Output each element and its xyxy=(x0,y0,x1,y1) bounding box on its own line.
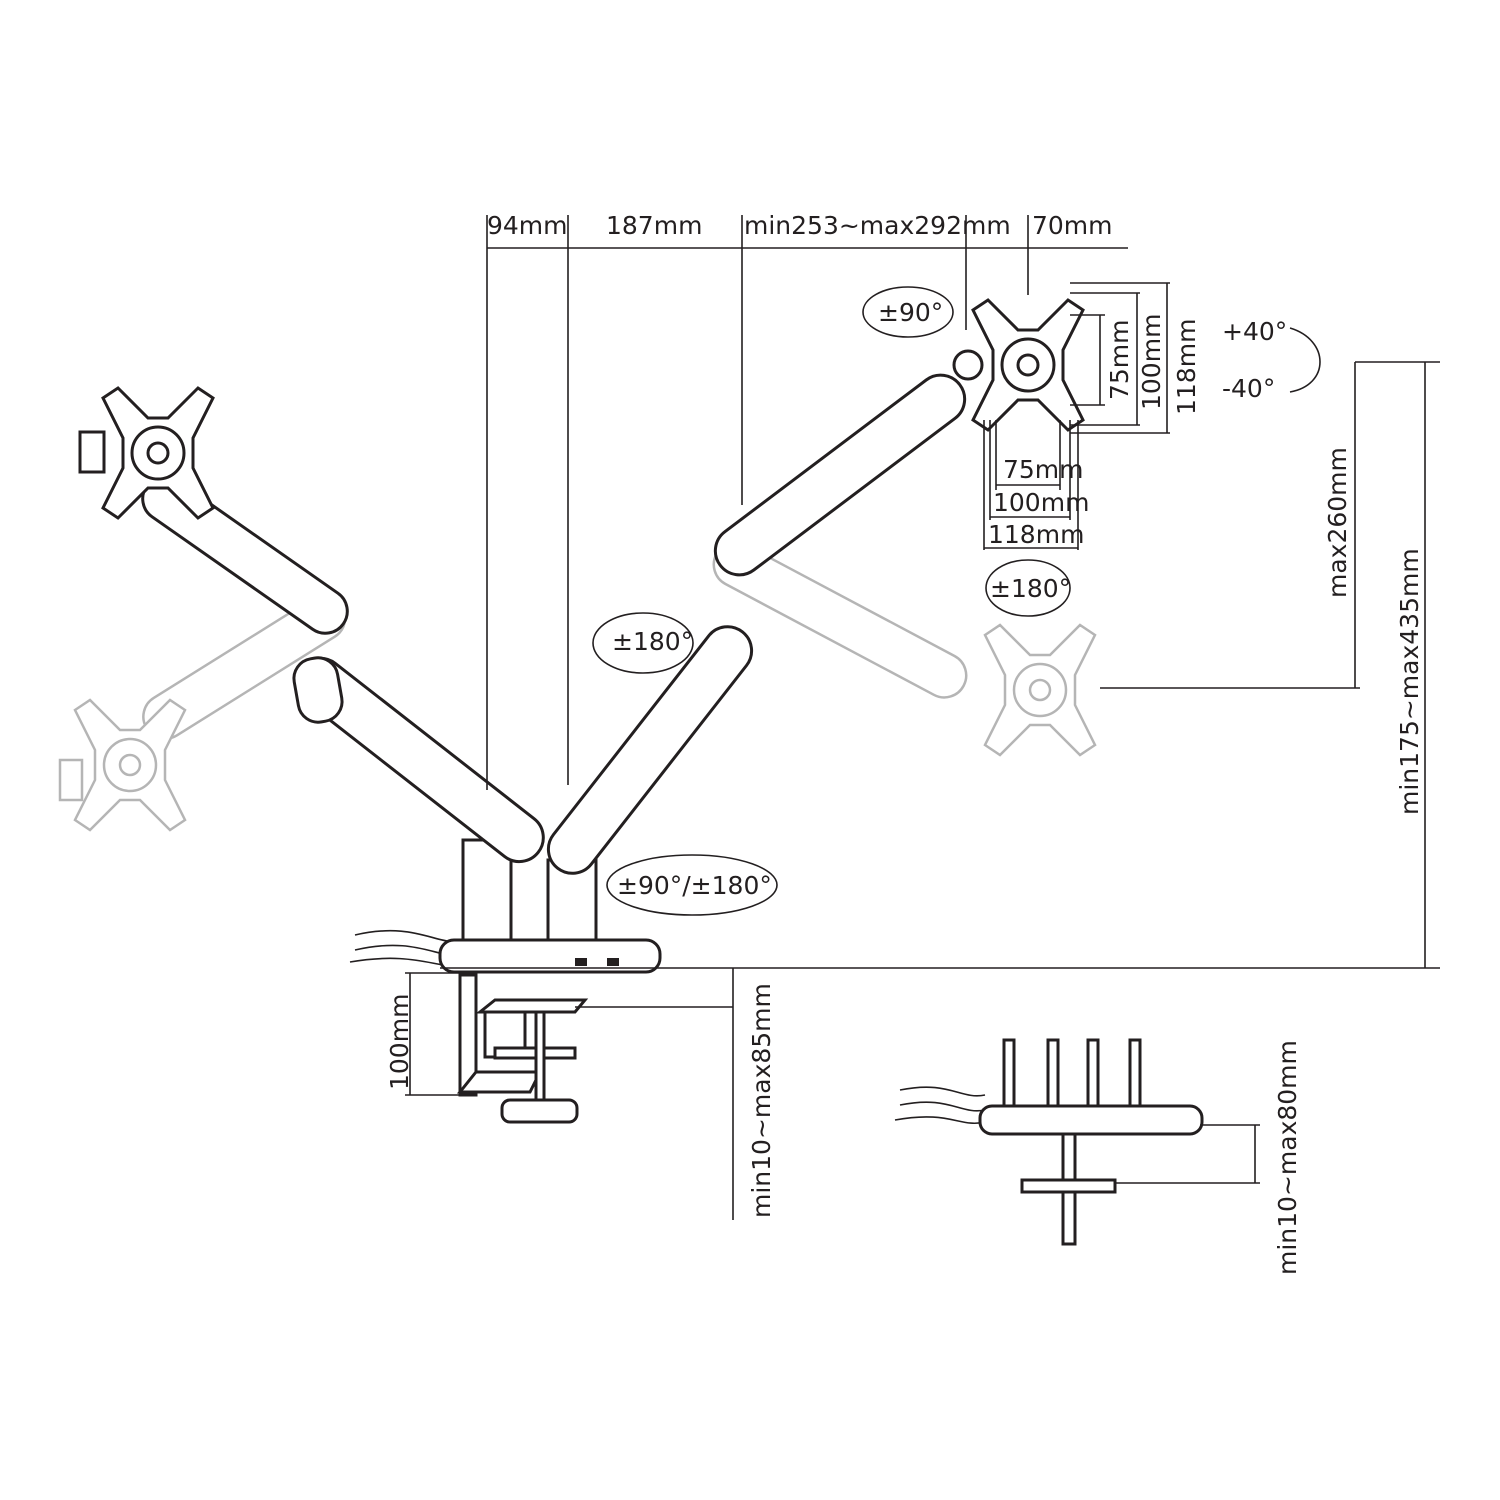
desk-clamp xyxy=(405,968,734,1220)
height-range-label: min175~max435mm xyxy=(1395,548,1424,815)
grommet-range-label: min10~max80mm xyxy=(1273,1040,1302,1275)
tilt-head-label: ±90° xyxy=(878,298,943,327)
swivel-mid-label: ±180° xyxy=(612,627,693,656)
tilt-arrow-icon xyxy=(1289,327,1321,393)
vesa-h118: 118mm xyxy=(988,520,1084,549)
ghost-right-arm xyxy=(712,541,1097,757)
vesa-dimension-lines xyxy=(983,282,1170,550)
dim-94mm: 94mm xyxy=(487,211,568,240)
vesa-v75: 75mm xyxy=(1105,319,1134,400)
swivel-base-label: ±90°/±180° xyxy=(617,871,772,900)
clamp-range-label: min10~max85mm xyxy=(747,983,776,1218)
dim-arm-length: min253~max292mm xyxy=(744,211,1011,240)
dim-187mm: 187mm xyxy=(606,211,702,240)
tilt-up-label: +40° xyxy=(1222,317,1287,346)
height-dimension-lines xyxy=(440,361,1440,969)
ghost-left-arm xyxy=(58,594,347,832)
tilt-down-label: -40° xyxy=(1222,374,1275,403)
swivel-right-label: ±180° xyxy=(990,574,1071,603)
vesa-h100: 100mm xyxy=(993,488,1089,517)
rotation-arrow-icon xyxy=(985,559,1071,617)
vesa-h75: 75mm xyxy=(1003,455,1084,484)
vesa-v118: 118mm xyxy=(1172,319,1201,415)
desk-base xyxy=(349,838,662,974)
rotation-arrow-icon xyxy=(592,612,694,674)
max-height-label: max260mm xyxy=(1323,447,1352,598)
rotation-arrow-icon xyxy=(862,286,954,338)
left-arm xyxy=(78,386,545,864)
rotation-arrow-icon xyxy=(606,854,778,916)
dim-70mm: 70mm xyxy=(1032,211,1113,240)
right-arm xyxy=(546,298,1085,875)
vesa-v100: 100mm xyxy=(1137,314,1166,410)
top-dimension-lines xyxy=(486,215,1128,790)
grommet-mount xyxy=(894,1038,1260,1246)
clamp-height-label: 100mm xyxy=(385,994,414,1090)
